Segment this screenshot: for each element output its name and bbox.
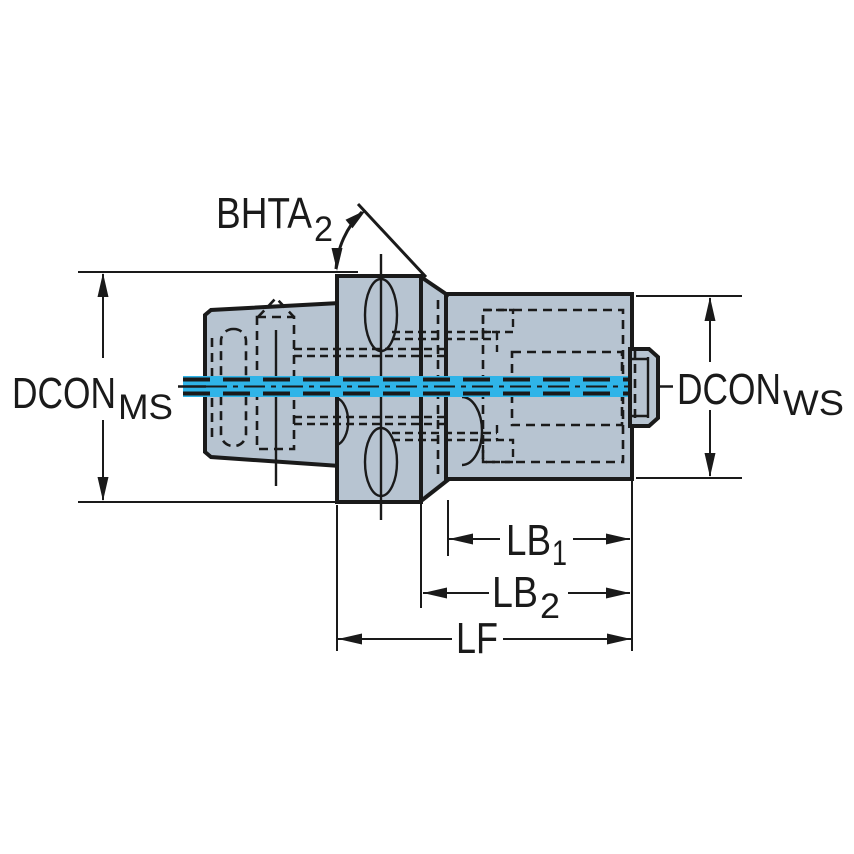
bhta2-arrow-down xyxy=(331,248,343,271)
dimensions: DCON MS DCON WS BHTA 2 LB xyxy=(12,189,844,663)
dcon-ws-subscript: WS xyxy=(783,384,844,423)
lf-label: LF xyxy=(456,614,498,663)
bhta2-subscript: 2 xyxy=(314,210,333,249)
lf-arrow-left xyxy=(338,633,362,645)
dimension-bhta2: BHTA 2 xyxy=(216,189,428,279)
bhta2-label: BHTA xyxy=(216,189,313,238)
lb2-subscript: 2 xyxy=(540,587,560,626)
lb1-subscript: 1 xyxy=(552,534,567,573)
dimension-dcon-ms: DCON MS xyxy=(12,273,173,501)
dcon-ms-label: DCON xyxy=(12,369,116,418)
lb1-label: LB xyxy=(506,516,551,565)
lb1-arrow-right xyxy=(606,533,630,545)
lb2-arrow-left xyxy=(423,587,447,599)
dcon-ms-arrow-down xyxy=(97,477,109,501)
bhta2-flank-line xyxy=(356,202,428,279)
dimension-dcon-ws: DCON WS xyxy=(677,297,844,477)
flange-face-arc xyxy=(336,396,350,447)
dcon-ws-label: DCON xyxy=(677,365,781,414)
chamfer-top-edge xyxy=(419,275,451,298)
lb2-label: LB xyxy=(492,568,538,617)
dimension-lb2: LB 2 xyxy=(423,568,630,626)
bhta2-arrow-up xyxy=(345,210,366,229)
dimension-lb1: LB 1 xyxy=(449,516,630,573)
end-screw xyxy=(628,347,660,428)
shank-hidden-tip xyxy=(257,296,295,318)
cylinder-face-arc xyxy=(461,395,484,467)
dcon-ws-arrow-down xyxy=(704,453,716,477)
dcon-ms-arrow-up xyxy=(97,273,109,297)
lb1-arrow-left xyxy=(449,533,473,545)
lb2-arrow-right xyxy=(606,587,630,599)
dcon-ms-subscript: MS xyxy=(118,388,173,427)
dimension-lf: LF xyxy=(338,614,631,663)
lf-arrow-right xyxy=(607,633,631,645)
chamfer-bottom-edge xyxy=(419,477,451,503)
center-axis xyxy=(178,376,673,397)
end-screw-head xyxy=(628,347,660,428)
dcon-ws-arrow-up xyxy=(704,297,716,321)
